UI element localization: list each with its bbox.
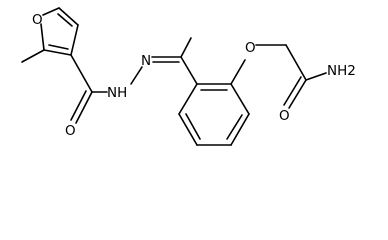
bond-nh-n bbox=[130, 66, 143, 85]
bond-c4-c5-double bbox=[57, 13, 73, 27]
benzene-inner-2 bbox=[226, 114, 243, 140]
bond-carbonyl-o bbox=[75, 91, 93, 124]
atom-label-ether-oxygen: O bbox=[245, 40, 256, 56]
bond-imine-methyl bbox=[180, 37, 192, 58]
atom-label-carbonyl-oxygen: O bbox=[65, 123, 76, 139]
benzene-bond-3 bbox=[230, 113, 250, 146]
chemical-structure-diagram: O NH N O O O NH2 bbox=[21, 7, 356, 146]
benzene-bond-5 bbox=[178, 113, 198, 146]
atom-label-amide-oxygen: O bbox=[279, 108, 290, 124]
bond-carbonyl-o-double bbox=[70, 90, 87, 121]
bond-furan-carbonyl bbox=[70, 54, 93, 93]
bond-amide-c-o-double bbox=[283, 76, 302, 106]
atom-label-furan-oxygen: O bbox=[32, 12, 43, 28]
bond-aryl-o bbox=[230, 59, 246, 85]
bond-c3-c4 bbox=[70, 24, 79, 56]
benzene-bond-6 bbox=[178, 83, 198, 115]
bond-c5-o bbox=[42, 7, 60, 16]
benzene-inner-3 bbox=[185, 113, 201, 140]
bond-o-c2 bbox=[40, 23, 45, 51]
bond-c2-c3-double bbox=[48, 44, 69, 50]
furan-ring bbox=[40, 7, 79, 56]
bond-c2-c3 bbox=[43, 49, 72, 56]
bond-furan-methyl bbox=[21, 49, 45, 63]
bond-amide-c-o bbox=[288, 79, 307, 109]
benzene-ring bbox=[178, 83, 250, 146]
atom-label-amide-nh2: NH2 bbox=[327, 63, 356, 79]
bond-imine-aryl bbox=[180, 56, 198, 85]
atom-label-imine-nitrogen: N bbox=[141, 53, 151, 69]
atom-label-hydrazide-nh: NH bbox=[107, 85, 127, 101]
bond-ch2-c bbox=[285, 44, 307, 81]
benzene-bond-2 bbox=[230, 83, 250, 115]
bond-c4-c5 bbox=[58, 7, 79, 26]
bond-amide-c-n bbox=[305, 72, 327, 81]
